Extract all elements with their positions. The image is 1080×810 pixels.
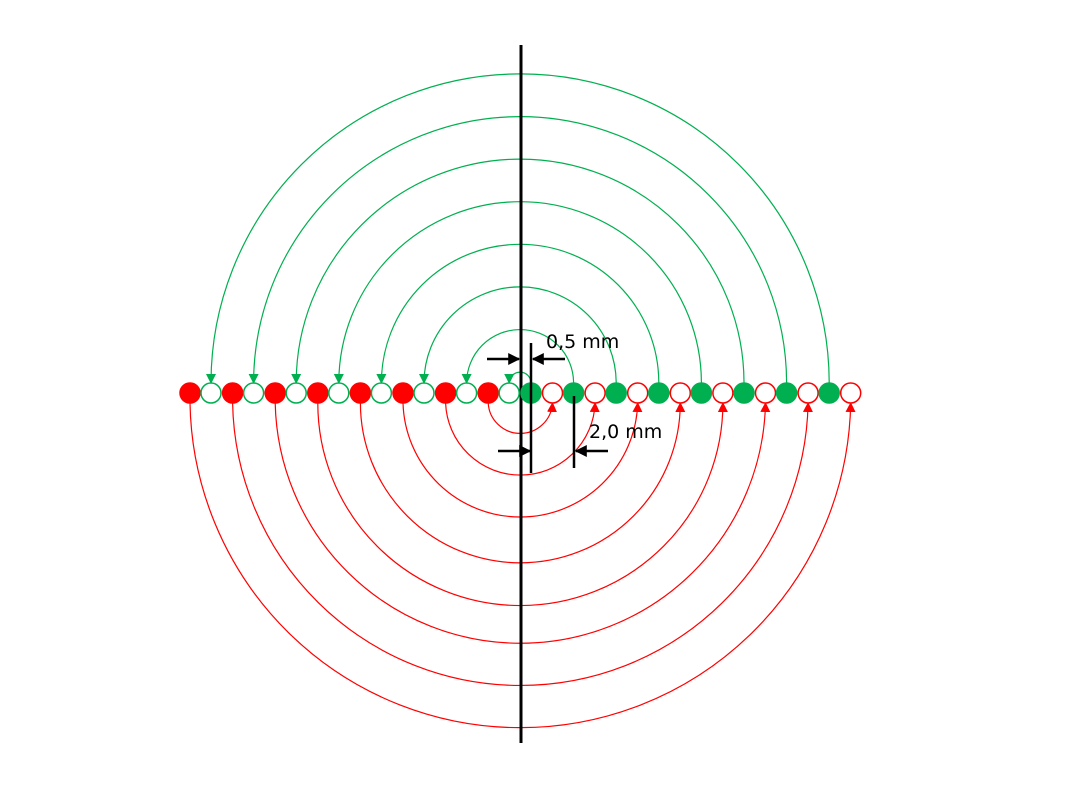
red-filled-element [264,382,286,404]
red-empty-element [712,382,734,404]
red-filled-element [307,382,329,404]
green-empty-element [498,382,520,404]
red-empty-element [626,382,649,404]
green-filled-element [818,382,840,404]
red-empty-element [669,382,692,404]
green-filled-element [775,382,798,404]
green-filled-element [648,382,670,404]
red-empty-element [839,382,862,404]
red-filled-element [221,382,244,404]
dimension-small-label: 0,5 mm [546,331,619,353]
green-empty-element [413,382,435,404]
dimension-large-label: 2,0 mm [589,421,662,443]
green-filled-element [690,382,713,404]
red-filled-element [349,382,372,404]
element-circles [179,382,862,404]
green-empty-element [242,382,265,404]
red-filled-element [434,382,457,404]
green-empty-element [455,382,478,404]
dimension-large: 2,0 mm [498,396,662,468]
red-empty-element [754,382,777,404]
red-empty-element [541,382,564,404]
red-empty-element [797,382,819,404]
red-filled-element [477,382,499,404]
green-empty-element [370,382,393,404]
green-empty-element [328,382,350,404]
green-empty-element [285,382,307,404]
red-filled-element [392,382,414,404]
green-filled-element [605,382,627,404]
green-empty-element [200,382,222,404]
green-filled-element [733,382,755,404]
red-empty-element [584,382,606,404]
red-filled-element [179,382,201,404]
